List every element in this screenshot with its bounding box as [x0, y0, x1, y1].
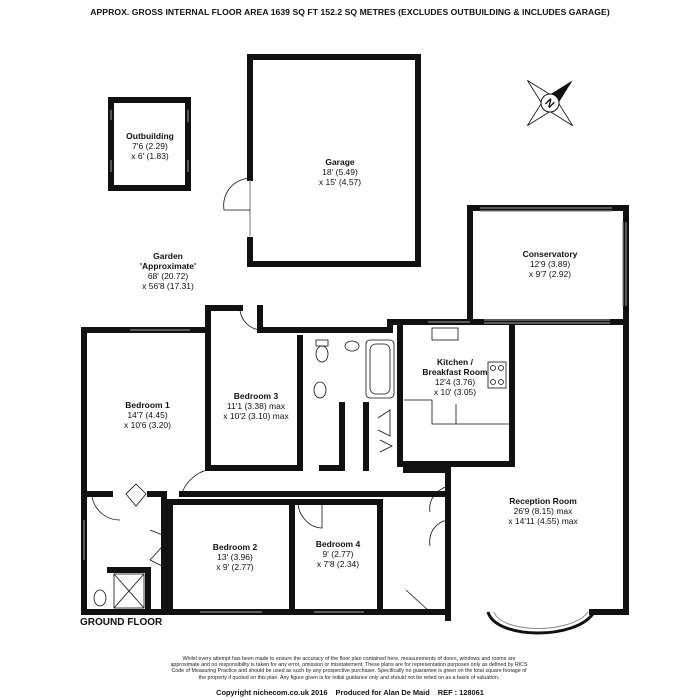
bedroom4-walls — [295, 499, 383, 615]
hob — [487, 361, 507, 389]
kitchen-sink — [431, 327, 459, 341]
kitchen-worktop — [404, 399, 510, 425]
door-ensuite — [91, 495, 121, 521]
compass-rose — [527, 80, 573, 126]
floor-area-header: APPROX. GROSS INTERNAL FLOOR AREA 1639 S… — [90, 7, 610, 17]
window-outbuilding — [110, 110, 189, 172]
door-kitchen-hall — [377, 409, 393, 453]
shower-walls — [107, 567, 151, 615]
door-hall-bedroom3 — [181, 469, 209, 495]
toilet-ensuite — [93, 589, 107, 607]
door-reception — [429, 485, 449, 547]
ground-floor-label: GROUND FLOOR — [80, 617, 163, 628]
window-conservatory-bottom — [484, 319, 610, 324]
shower-tray — [113, 573, 145, 609]
bedroom2-label: Bedroom 2 13' (3.96) x 9' (2.77) — [212, 542, 258, 572]
bedroom3-label: Bedroom 3 11'1 (3.38) max x 10'2 (3.10) … — [223, 391, 289, 421]
bay-window — [486, 611, 596, 635]
outbuilding-walls — [108, 97, 191, 191]
toilet-bathroom — [315, 345, 329, 363]
house-top-left — [81, 305, 243, 333]
door-bedroom4 — [297, 501, 323, 529]
produced-for: Produced for Alan De Maid — [335, 688, 430, 697]
disclaimer: Whilst every attempt has been made to en… — [170, 656, 528, 681]
bathtub — [365, 339, 395, 399]
bedroom1-label: Bedroom 1 14'7 (4.45) x 10'6 (3.20) — [124, 400, 171, 430]
bay-window-inner — [493, 611, 589, 629]
window-conservatory-top — [480, 207, 612, 212]
kitchen-label: Kitchen / Breakfast Room 12'4 (3.76) x 1… — [422, 357, 488, 397]
bidet — [313, 381, 327, 399]
copyright: Copyright nichecom.co.uk 2016 — [216, 688, 328, 697]
garden-label: Garden 'Approximate' 68' (20.72) x 56'8 … — [140, 251, 196, 291]
door-bedroom1-wardrobe — [125, 483, 147, 507]
wc-wall — [339, 402, 369, 471]
garage-walls — [247, 54, 421, 267]
door-bedroom2-closet — [149, 529, 171, 571]
house-top-middle — [257, 305, 403, 467]
bedroom2-walls — [167, 499, 295, 615]
conservatory-label: Conservatory 12'9 (3.89) x 9'7 (2.92) — [522, 249, 578, 279]
door-bedroom3 — [239, 307, 263, 331]
reference: REF : 128061 — [437, 688, 484, 697]
bedroom1-ensuite-wall — [83, 491, 167, 615]
house-outer-walls — [81, 327, 451, 621]
window-conservatory-right — [622, 222, 627, 306]
garage-label: Garage 18' (5.49) x 15' (4.57) — [318, 157, 362, 187]
basin-bathroom — [344, 340, 360, 352]
outbuilding-label: Outbuilding 7'6 (2.29) x 6' (1.83) — [126, 131, 174, 161]
reception-walls — [589, 317, 629, 615]
footer: Copyright nichecom.co.uk 2016 Produced f… — [0, 688, 700, 697]
bedroom4-label: Bedroom 4 9' (2.77) x 7'8 (2.34) — [315, 539, 361, 569]
reception-label: Reception Room 26'9 (8.15) max x 14'11 (… — [508, 496, 578, 526]
door-garage — [223, 177, 251, 211]
door-front — [405, 589, 431, 613]
